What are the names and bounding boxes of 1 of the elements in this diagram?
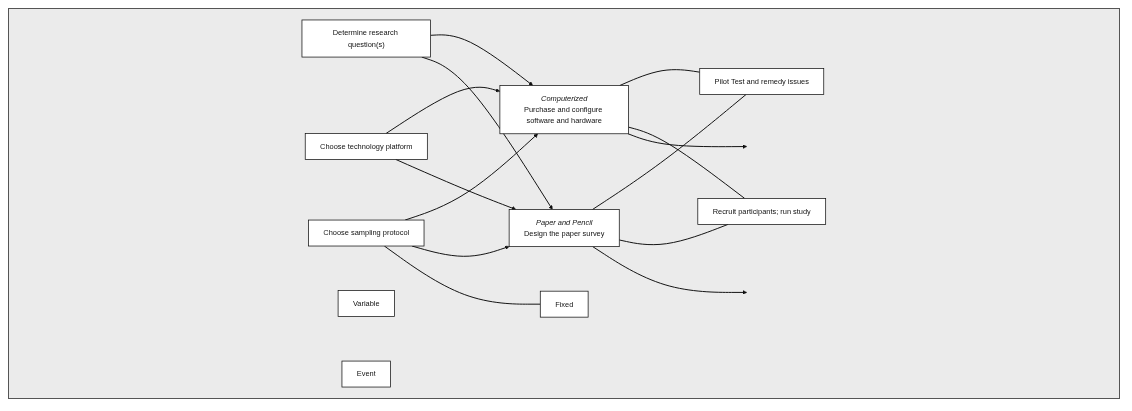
connector [619, 69, 701, 86]
